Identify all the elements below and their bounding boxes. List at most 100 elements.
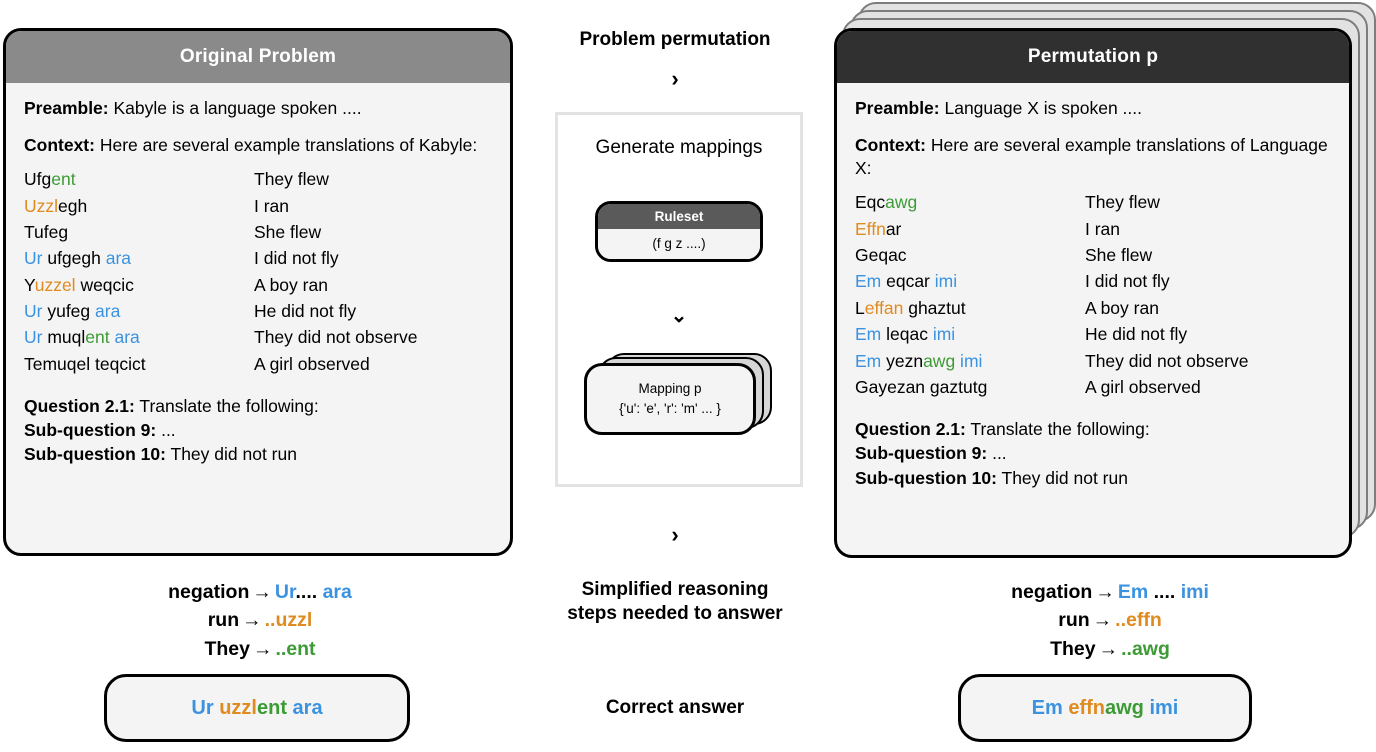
translation-target: They flew bbox=[1085, 192, 1160, 213]
simplified-reasoning-line-1: Simplified reasoning bbox=[581, 579, 769, 600]
text-token: weqcic bbox=[75, 274, 134, 295]
answer-pill-permutation: Em effnawg imi bbox=[958, 674, 1252, 742]
text-token: Tufeg bbox=[24, 221, 69, 242]
reasoning-step-value: ..uzzl bbox=[265, 609, 313, 631]
answer-text-original: Ur uzzlent ara bbox=[191, 697, 322, 720]
translation-source: Tufeg bbox=[24, 220, 252, 246]
correct-answer-label: Correct answer bbox=[605, 697, 745, 718]
ruleset-body: (f g z ....) bbox=[598, 229, 760, 259]
original-problem-card: Original Problem Preamble: Kabyle is a l… bbox=[3, 28, 513, 556]
context-text: Here are several example translations of… bbox=[94, 135, 478, 156]
text-token: ent bbox=[256, 696, 287, 719]
arrow-right-icon: → bbox=[252, 581, 272, 603]
sub-question-9-label: Sub-question 9: bbox=[24, 420, 157, 441]
question-block: Question 2.1: Translate the following: S… bbox=[24, 394, 492, 466]
translation-source: Geqac bbox=[855, 243, 1083, 269]
text-token: Ur bbox=[24, 327, 43, 348]
text-token: .. bbox=[1121, 637, 1132, 660]
text-token: .... bbox=[295, 581, 318, 603]
preamble-line: Preamble: Kabyle is a language spoken ..… bbox=[24, 97, 492, 120]
translation-source: Effnar bbox=[855, 217, 1083, 243]
reasoning-step-value: ..ent bbox=[275, 638, 315, 660]
translation-row: Eqcawg They flew bbox=[855, 190, 1331, 216]
text-token: uzzl bbox=[219, 696, 257, 719]
text-token: Gayezan gaztutg bbox=[855, 376, 988, 397]
preamble-label: Preamble: bbox=[24, 98, 109, 118]
context-text: Here are several example translations of… bbox=[855, 135, 1328, 179]
question-block: Question 2.1: Translate the following: S… bbox=[855, 417, 1331, 489]
permutation-title: Permutation p bbox=[1027, 46, 1159, 67]
sub-question-9-text: ... bbox=[987, 443, 1007, 464]
arrow-right-icon: → bbox=[252, 637, 273, 660]
problem-permutation-label: Problem permutation bbox=[579, 29, 771, 50]
translation-target: I ran bbox=[254, 195, 290, 216]
reasoning-step-value: ..effn bbox=[1115, 609, 1162, 631]
translation-target: A girl observed bbox=[1085, 376, 1201, 397]
translation-target: A boy ran bbox=[1085, 297, 1159, 318]
text-token: ent bbox=[85, 327, 110, 348]
text-token: leqac bbox=[881, 324, 933, 345]
translation-target: He did not fly bbox=[254, 301, 357, 322]
reasoning-step-label: negation bbox=[168, 581, 250, 603]
preamble-text: Language X is spoken .... bbox=[939, 98, 1142, 118]
text-token: awg bbox=[885, 192, 918, 213]
text-token: Ur bbox=[274, 581, 296, 603]
context-line: Context: Here are several example transl… bbox=[855, 134, 1331, 180]
text-token: ent bbox=[286, 637, 316, 660]
text-token: Y bbox=[24, 274, 35, 295]
sub-question-10-line: Sub-question 10: They did not run bbox=[24, 442, 492, 466]
text-token: ara bbox=[105, 248, 132, 269]
generate-mappings-panel: Generate mappings Ruleset (f g z ....) ⌄… bbox=[555, 112, 803, 487]
text-token: ara bbox=[286, 696, 323, 719]
reasoning-step: They→..awg bbox=[900, 635, 1320, 663]
reasoning-step: run→..effn bbox=[900, 606, 1320, 634]
text-token: imi bbox=[955, 350, 983, 371]
text-token: eqcar bbox=[881, 271, 935, 292]
question-line: Question 2.1: Translate the following: bbox=[24, 394, 492, 418]
arrow-right-icon: → bbox=[1098, 637, 1119, 660]
text-token: effan bbox=[864, 297, 904, 318]
text-token: Eqc bbox=[855, 192, 886, 213]
text-token: Ur bbox=[24, 248, 43, 269]
mapping-card: Mapping p {'u': 'e', 'r': 'm' ... } bbox=[584, 363, 756, 435]
translation-source: Gayezan gaztutg bbox=[855, 375, 1083, 401]
sub-question-9-line: Sub-question 9: ... bbox=[24, 418, 492, 442]
text-token: .. bbox=[264, 609, 276, 632]
translation-source: Leffan ghaztut bbox=[855, 296, 1083, 322]
text-token: Em bbox=[855, 271, 882, 292]
text-token: Em bbox=[1031, 696, 1069, 719]
sub-question-10-text: They did not run bbox=[996, 467, 1128, 488]
text-token: uzzel bbox=[34, 274, 76, 295]
answer-pill-original: Ur uzzlent ara bbox=[104, 674, 410, 742]
sub-question-10-line: Sub-question 10: They did not run bbox=[855, 466, 1331, 490]
translation-source: Uzzlegh bbox=[24, 194, 252, 220]
text-token: awg bbox=[1105, 696, 1144, 719]
permutation-header: Permutation p bbox=[837, 31, 1349, 83]
text-token: ara bbox=[317, 581, 352, 603]
question-line: Question 2.1: Translate the following: bbox=[855, 417, 1331, 441]
question-text: Translate the following: bbox=[134, 396, 319, 417]
reasoning-step: run→..uzzl bbox=[60, 606, 460, 634]
text-token: effn bbox=[1126, 609, 1162, 632]
sub-question-9-line: Sub-question 9: ... bbox=[855, 441, 1331, 465]
question-text: Translate the following: bbox=[965, 419, 1150, 440]
original-problem-title: Original Problem bbox=[179, 46, 337, 67]
text-token: imi bbox=[1143, 696, 1179, 719]
mapping-card-stack: Mapping p {'u': 'e', 'r': 'm' ... } bbox=[584, 353, 774, 443]
simplified-reasoning-line-2: steps needed to answer bbox=[567, 603, 783, 625]
text-token: Ur bbox=[24, 301, 43, 322]
text-token: Effn bbox=[855, 218, 886, 239]
text-token: Em bbox=[855, 350, 882, 371]
text-token: imi bbox=[932, 324, 956, 345]
text-token: Em bbox=[1117, 581, 1149, 603]
text-token: ufgegh bbox=[42, 248, 106, 269]
